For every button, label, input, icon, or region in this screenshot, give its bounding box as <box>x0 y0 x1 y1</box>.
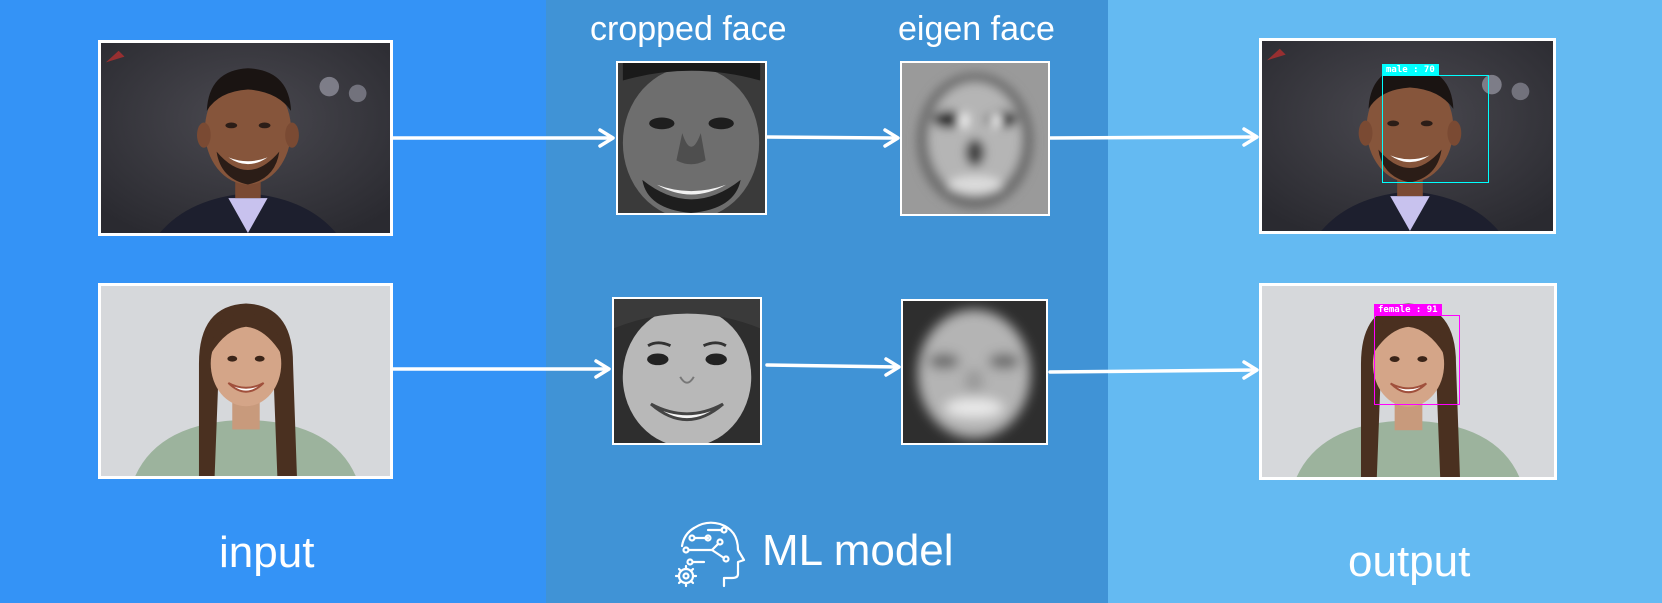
input-photo-man <box>98 40 393 236</box>
detection-label-male: male : 70 <box>1382 64 1439 76</box>
detection-label-female: female : 91 <box>1374 304 1442 316</box>
eigen-face-heading: eigen face <box>898 10 1055 48</box>
ml-model-label: ML model <box>762 526 954 575</box>
output-photo-girl: female : 91 <box>1259 283 1557 480</box>
output-label: output <box>1348 537 1471 586</box>
eigen-face-man <box>900 61 1050 216</box>
face-detection-box-male: male : 70 <box>1382 64 1489 183</box>
input-label: input <box>219 528 315 577</box>
face-detection-box-female: female : 91 <box>1374 304 1460 405</box>
eigen-face-girl <box>901 299 1048 445</box>
cropped-face-girl <box>612 297 762 445</box>
output-photo-man: male : 70 <box>1259 38 1556 234</box>
input-photo-girl <box>98 283 393 479</box>
cropped-face-heading: cropped face <box>590 10 787 48</box>
ai-head-gear-icon <box>672 518 746 588</box>
cropped-face-man <box>616 61 767 215</box>
